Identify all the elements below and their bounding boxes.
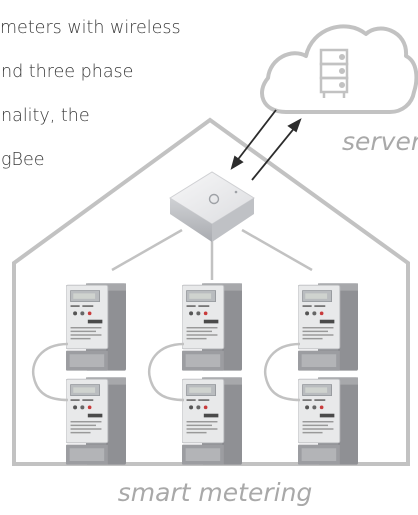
gateway-hub-icon — [169, 171, 255, 242]
body-text-line: nd three phase — [1, 62, 134, 82]
body-text-line: gBee — [1, 150, 45, 170]
electricity-meter-icon — [182, 282, 242, 372]
diagram-caption: smart metering — [117, 478, 313, 507]
server-label: server — [342, 127, 418, 156]
electricity-meter-icon — [298, 376, 358, 466]
body-text-line: nality, the — [1, 106, 90, 126]
electricity-meter-icon — [66, 282, 126, 372]
cloud-outline-icon — [260, 24, 418, 114]
server-rack-icon — [319, 48, 349, 98]
electricity-meter-icon — [298, 282, 358, 372]
electricity-meter-icon — [66, 376, 126, 466]
gateway-links — [111, 228, 313, 280]
body-text-line: meters with wireless — [0, 18, 181, 38]
meter-loop-links — [31, 342, 301, 402]
electricity-meter-icon — [182, 376, 242, 466]
data-exchange-arrows — [230, 109, 302, 181]
